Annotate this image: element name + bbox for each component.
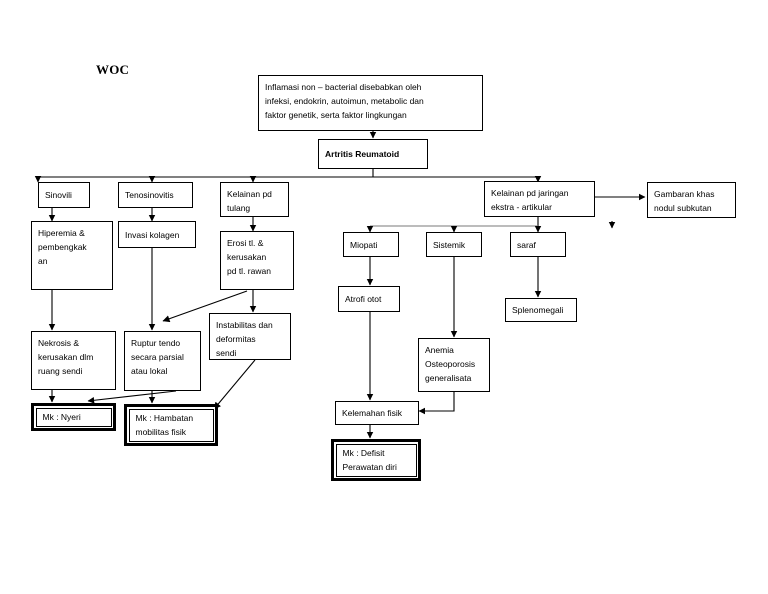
node-instabilitas-line-2: deformitas <box>216 334 256 344</box>
node-erosi-line-1: Erosi tl. & <box>227 238 264 248</box>
node-kelainan-ekstra-artikular[interactable]: Kelainan pd jaringan ekstra - artikular <box>484 181 595 217</box>
node-sistemik-label: Sistemik <box>433 239 466 250</box>
node-mk-defisit-inner: Mk : Defisit Perawatan diri <box>335 443 417 477</box>
node-instabilitas-line-1: Instabilitas dan <box>216 320 273 330</box>
node-gambaran-khas-line-1: Gambaran khas <box>654 189 715 199</box>
node-sinovili-label: Sinovili <box>45 190 72 200</box>
node-gambaran-khas[interactable]: Gambaran khas nodul subkutan <box>647 182 736 218</box>
node-mk-nyeri-label: Mk : Nyeri <box>42 412 81 422</box>
page-title: WOC <box>96 62 130 77</box>
node-etiology-line-2: infeksi, endokrin, autoimun, metabolic d… <box>265 96 424 106</box>
node-artritis-reumatoid-label: Artritis Reumatoid <box>325 149 400 159</box>
node-atrofi-otot-label: Atrofi otot <box>345 294 382 304</box>
node-invasi-kolagen[interactable]: Invasi kolagen <box>118 221 196 248</box>
edge-ruptur-to-mknyeri <box>87 390 177 404</box>
node-mk-defisit-line-2: Perawatan diri <box>342 462 397 472</box>
node-kelainan-tulang-line-1: Kelainan pd <box>227 189 272 199</box>
node-atrofi-otot[interactable]: Atrofi otot <box>338 286 400 312</box>
node-mk-hambatan-line-1: Mk : Hambatan <box>135 413 194 423</box>
node-instabilitas[interactable]: Instabilitas dan deformitas sendi <box>209 313 291 360</box>
node-kelemahan-fisik[interactable]: Kelemahan fisik <box>335 401 419 425</box>
node-hiperemia[interactable]: Hiperemia & pembengkak an <box>31 221 113 290</box>
node-mk-defisit[interactable]: Mk : Defisit Perawatan diri <box>331 439 421 481</box>
node-nekrosis-line-3: ruang sendi <box>38 366 83 376</box>
node-instabilitas-line-3: sendi <box>216 348 237 358</box>
node-erosi[interactable]: Erosi tl. & kerusakan pd tl. rawan <box>220 231 294 290</box>
node-saraf[interactable]: saraf <box>510 232 566 257</box>
node-miopati[interactable]: Miopati <box>343 232 399 257</box>
node-etiology-line-1: Inflamasi non – bacterial disebabkan ole… <box>265 82 422 92</box>
node-saraf-label: saraf <box>517 239 536 250</box>
node-erosi-line-2: kerusakan <box>227 252 267 262</box>
node-ruptur-tendo-line-2: secara parsial <box>131 352 184 362</box>
node-nekrosis-line-2: kerusakan dlm <box>38 352 94 362</box>
node-splenomegali[interactable]: Splenomegali <box>505 298 577 322</box>
node-etiology-line-3: faktor genetik, serta faktor lingkungan <box>265 110 407 120</box>
node-mk-hambatan-line-2: mobilitas fisik <box>135 427 187 437</box>
node-sinovili[interactable]: Sinovili <box>38 182 90 208</box>
node-miopati-label: Miopati <box>350 239 378 250</box>
node-mk-defisit-line-1: Mk : Defisit <box>342 448 385 458</box>
node-kelainan-tulang[interactable]: Kelainan pd tulang <box>220 182 289 217</box>
node-anemia-line-3: generalisata <box>425 373 472 383</box>
node-anemia-line-2: Osteoporosis <box>425 359 476 369</box>
node-ruptur-tendo[interactable]: Ruptur tendo secara parsial atau lokal <box>124 331 201 391</box>
node-anemia-line-1: Anemia <box>425 345 454 355</box>
node-erosi-line-3: pd tl. rawan <box>227 266 271 276</box>
node-sistemik[interactable]: Sistemik <box>426 232 482 257</box>
node-hiperemia-line-2: pembengkak <box>38 242 87 252</box>
node-kelainan-ekstra-line-2: ekstra - artikular <box>491 202 552 212</box>
node-mk-nyeri-inner: Mk : Nyeri <box>35 407 112 427</box>
node-ruptur-tendo-line-1: Ruptur tendo <box>131 338 181 348</box>
node-ruptur-tendo-line-3: atau lokal <box>131 366 168 376</box>
node-artritis-reumatoid[interactable]: Artritis Reumatoid <box>318 139 428 169</box>
edge-anemia-to-kelemahan <box>418 392 455 415</box>
node-invasi-kolagen-label: Invasi kolagen <box>125 229 180 240</box>
node-mk-nyeri[interactable]: Mk : Nyeri <box>31 403 116 431</box>
node-hiperemia-line-3: an <box>38 256 48 266</box>
node-hiperemia-line-1: Hiperemia & <box>38 228 85 238</box>
node-nekrosis[interactable]: Nekrosis & kerusakan dlm ruang sendi <box>31 331 116 390</box>
node-anemia[interactable]: Anemia Osteoporosis generalisata <box>418 338 490 392</box>
edge-instabilitas-to-mkhambatan <box>213 359 256 410</box>
node-splenomegali-label: Splenomegali <box>512 305 564 315</box>
node-gambaran-khas-line-2: nodul subkutan <box>654 203 712 213</box>
node-nekrosis-line-1: Nekrosis & <box>38 338 80 348</box>
node-mk-hambatan-inner: Mk : Hambatan mobilitas fisik <box>128 408 214 442</box>
node-tenosinovitis-label: Tenosinovitis <box>125 190 174 200</box>
node-kelainan-ekstra-line-1: Kelainan pd jaringan <box>491 188 569 198</box>
node-etiology[interactable]: Inflamasi non – bacterial disebabkan ole… <box>258 75 483 131</box>
node-kelainan-tulang-line-2: tulang <box>227 203 251 213</box>
node-kelemahan-fisik-label: Kelemahan fisik <box>342 408 403 418</box>
node-mk-hambatan[interactable]: Mk : Hambatan mobilitas fisik <box>124 404 218 446</box>
node-tenosinovitis[interactable]: Tenosinovitis <box>118 182 193 208</box>
